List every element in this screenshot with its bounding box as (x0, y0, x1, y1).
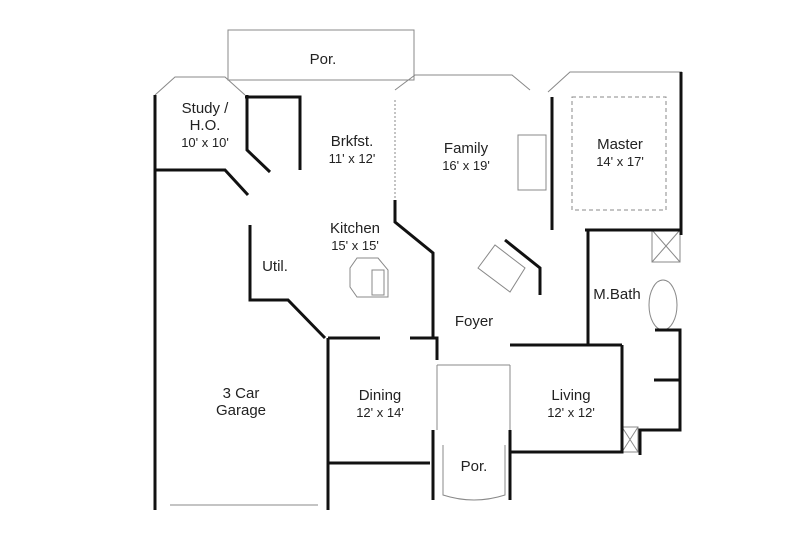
room-name: Kitchen (329, 220, 381, 237)
room-label-porch-bottom: Por. (461, 458, 488, 475)
wall-kitchen-counter (393, 200, 435, 338)
master-bay (547, 71, 682, 93)
master-tray-ceiling (571, 96, 667, 211)
room-name: Brkfst. (330, 133, 374, 150)
tub (648, 279, 678, 331)
porch-top-outline (227, 29, 415, 81)
room-name: Foyer (454, 313, 494, 330)
room-dimensions: 12' x 14' (356, 405, 404, 420)
room-name-line2: Garage (215, 402, 267, 419)
family-bay (394, 74, 531, 91)
room-name-line2: H.O. (189, 117, 221, 134)
room-dimensions: 10' x 10' (181, 135, 229, 150)
wall-study-right (245, 95, 272, 174)
wall-living-right (510, 345, 624, 454)
walls (153, 72, 683, 510)
porch-bottom-outline (442, 445, 506, 501)
room-name: Por. (460, 458, 488, 475)
room-dimensions: 16' x 19' (442, 158, 490, 173)
room-label-study: Study /H.O.10' x 10' (181, 100, 229, 151)
room-name: Study / (181, 100, 229, 117)
room-name: M.Bath (593, 286, 641, 303)
study-bay (154, 76, 246, 96)
room-name: Living (551, 387, 591, 404)
wall-util (248, 225, 327, 340)
room-label-brkfst: Brkfst.11' x 12' (329, 133, 376, 167)
wall-stair (504, 238, 542, 295)
room-label-mbath: M.Bath (593, 286, 641, 303)
room-name: Family (443, 140, 489, 157)
room-dimensions: 15' x 15' (331, 238, 379, 253)
room-label-porch-top: Por. (310, 51, 337, 68)
room-dimensions: 12' x 12' (547, 405, 595, 420)
wall-dining-top2 (410, 336, 439, 360)
wall-garage-top (155, 168, 250, 197)
room-name: 3 Car (222, 385, 260, 402)
room-dimensions: 14' x 17' (596, 154, 644, 169)
room-name: Dining (358, 387, 402, 404)
kitchen-island (349, 257, 389, 298)
room-name: Master (597, 136, 643, 153)
fireplace (517, 134, 547, 191)
room-dimensions: 11' x 12' (328, 151, 376, 166)
thin-lines (154, 29, 682, 506)
room-label-util: Util. (262, 258, 288, 275)
wall-bath-east (654, 328, 682, 382)
wall-bath (245, 95, 302, 170)
stairs (477, 244, 526, 293)
room-label-foyer: Foyer (455, 313, 493, 330)
wall-east-lower (638, 380, 682, 455)
room-name: Util. (262, 258, 288, 275)
room-name: Por. (309, 51, 337, 68)
cooktop (371, 269, 385, 296)
